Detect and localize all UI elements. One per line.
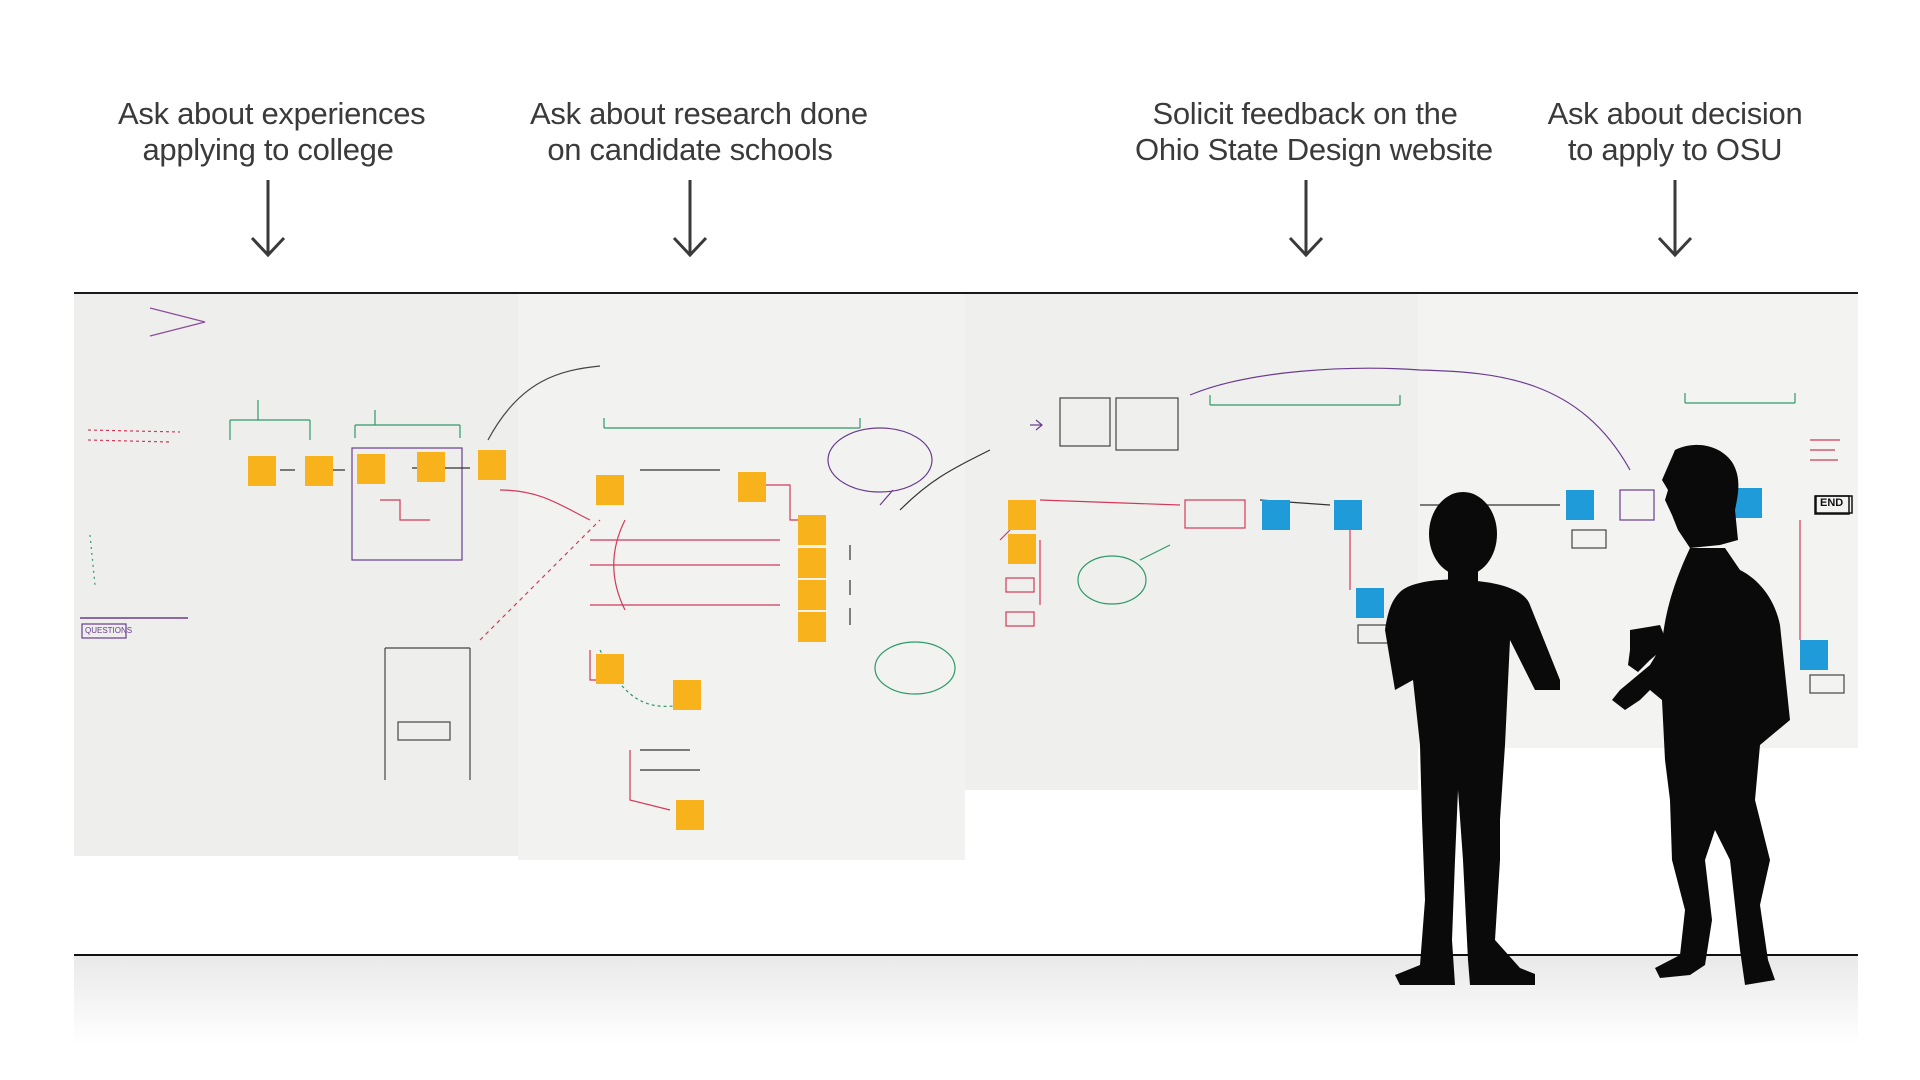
questions-label: QUESTIONS <box>85 626 133 635</box>
sticky-notes-yellow-1 <box>248 450 506 486</box>
caption-line: applying to college <box>142 132 394 167</box>
end-box <box>1815 495 1853 514</box>
person-silhouette <box>1612 444 1790 985</box>
caption-website-feedback: Solicit feedback on the Ohio State Desig… <box>1135 96 1493 168</box>
down-arrow-icon <box>1288 180 1324 258</box>
panel-1-sketch <box>80 307 601 780</box>
down-arrow-icon <box>250 180 286 258</box>
panel-3-sketch <box>999 367 1631 644</box>
caption-research: Ask about research done on candidate sch… <box>530 96 868 168</box>
caption-experiences: Ask about experiences applying to colleg… <box>118 96 426 168</box>
caption-decision: Ask about decision to apply to OSU <box>1545 96 1805 168</box>
caption-line: Ask about experiences <box>118 96 426 131</box>
down-arrow-icon <box>1657 180 1693 258</box>
sticky-notes-blue-4 <box>1566 488 1828 670</box>
caption-line: to apply to OSU <box>1567 132 1783 167</box>
end-label: END <box>1820 497 1844 509</box>
person-silhouette <box>1385 492 1560 985</box>
down-arrow-icon <box>672 180 708 258</box>
caption-line: on candidate schools <box>547 132 833 167</box>
caption-line: Solicit feedback on the <box>1152 96 1458 131</box>
whiteboard-panel-1 <box>74 294 539 856</box>
caption-line: Ask about decision <box>1547 96 1803 131</box>
caption-line: Ask about research done <box>530 96 868 131</box>
sticky-notes-yellow-3 <box>1008 500 1036 564</box>
sticky-notes-yellow-2 <box>596 472 826 830</box>
caption-line: Ohio State Design website <box>1135 132 1493 167</box>
panel-2-sketch <box>589 418 991 811</box>
whiteboard-panel-2 <box>518 294 965 860</box>
floor <box>74 955 1858 1045</box>
sticky-notes-blue-3 <box>1262 500 1384 618</box>
